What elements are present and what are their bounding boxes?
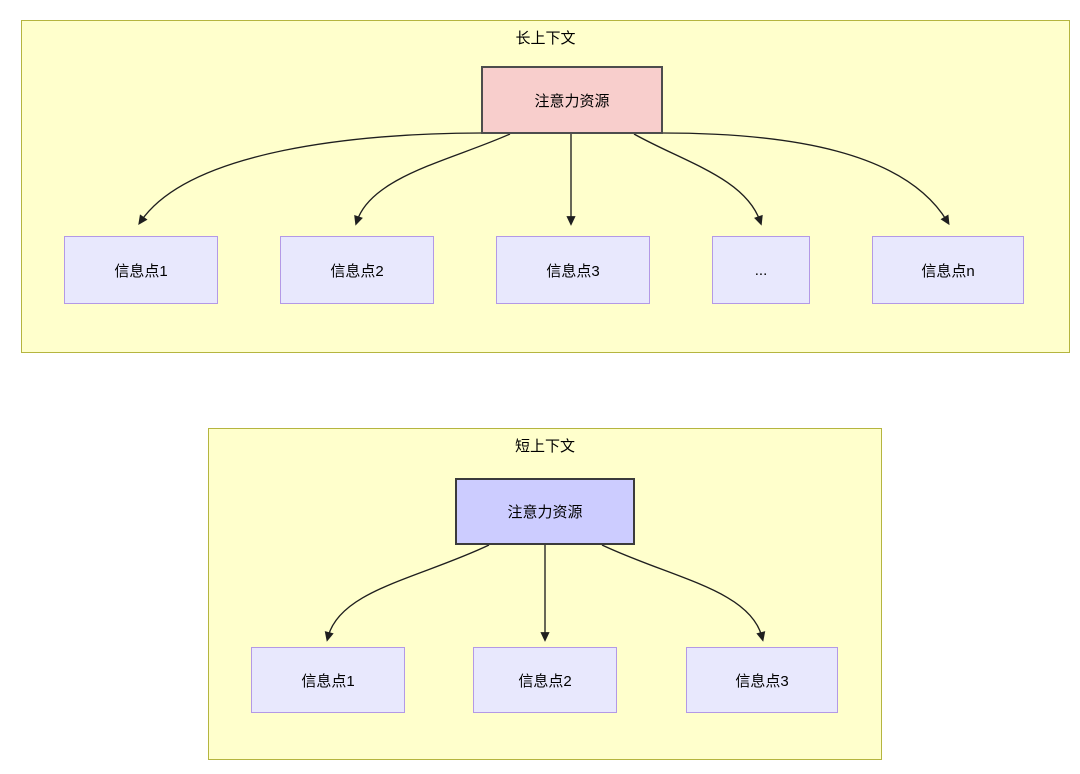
panel-short-context-title: 短上下文: [514, 438, 575, 455]
node-short-leaf-3[interactable]: 信息点3: [686, 647, 838, 713]
node-long-source-attention-resource[interactable]: 注意力资源: [481, 66, 663, 134]
node-label: 信息点3: [735, 672, 789, 690]
node-label: 信息点2: [330, 262, 384, 280]
node-short-source-attention-resource[interactable]: 注意力资源: [455, 478, 635, 545]
node-long-leaf-3[interactable]: 信息点3: [496, 236, 650, 304]
node-label: 信息点n: [921, 262, 975, 280]
node-label: 信息点1: [301, 672, 355, 690]
node-long-leaf-1[interactable]: 信息点1: [64, 236, 218, 304]
node-short-leaf-2[interactable]: 信息点2: [473, 647, 617, 713]
panel-long-context-title: 长上下文: [515, 30, 576, 47]
node-label: ...: [754, 261, 768, 279]
node-label: 信息点1: [114, 262, 168, 280]
node-short-leaf-1[interactable]: 信息点1: [251, 647, 405, 713]
node-label: 信息点3: [546, 262, 600, 280]
node-long-leaf-n[interactable]: 信息点n: [872, 236, 1024, 304]
node-label: 注意力资源: [507, 504, 583, 521]
node-long-leaf-ellipsis[interactable]: ...: [712, 236, 810, 304]
node-label: 信息点2: [518, 672, 572, 690]
node-label: 注意力资源: [534, 92, 610, 110]
node-long-leaf-2[interactable]: 信息点2: [280, 236, 434, 304]
